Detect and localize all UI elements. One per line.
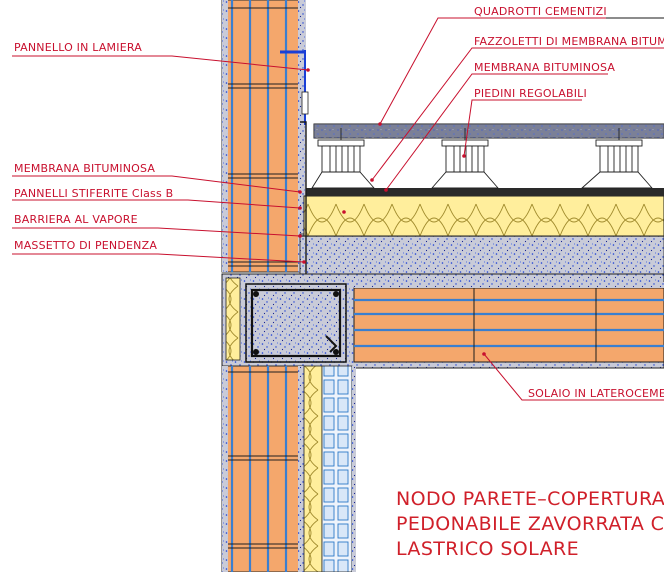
lower-masonry-wall bbox=[221, 365, 356, 572]
label-piedini-regolabili: PIEDINI REGOLABILI bbox=[474, 87, 587, 100]
title-line-1: NODO PARETE–COPERTURA P bbox=[396, 488, 664, 510]
label-membrana-bituminosa-top: MEMBRANA BITUMINOSA bbox=[474, 61, 615, 74]
leader-lines bbox=[12, 17, 664, 401]
label-fazzoletti-membrana: FAZZOLETTI DI MEMBRANA BITUM bbox=[474, 35, 664, 48]
label-pannelli-stiferite: PANNELLI STIFERITE Class B bbox=[14, 187, 173, 200]
metal-flashing bbox=[280, 50, 309, 125]
floor-slab bbox=[221, 273, 664, 369]
label-solaio-laterocemento: SOLAIO IN LATEROCEME bbox=[528, 387, 664, 400]
label-massetto-pendenza: MASSETTO DI PENDENZA bbox=[14, 239, 157, 252]
leader-end-markers bbox=[298, 68, 486, 356]
adjustable-pedestals bbox=[311, 128, 653, 189]
label-pannello-lamiera: PANNELLO IN LAMIERA bbox=[14, 41, 142, 54]
title-line-2: PEDONABILE ZAVORRATA CON bbox=[396, 513, 664, 535]
label-membrana-bituminosa-left: MEMBRANA BITUMINOSA bbox=[14, 162, 155, 175]
title-line-3: LASTRICO SOLARE bbox=[396, 538, 579, 560]
label-quadrotti-cementizi: QUADROTTI CEMENTIZI bbox=[474, 5, 607, 18]
roof-buildup bbox=[299, 121, 664, 277]
label-barriera-vapore: BARRIERA AL VAPORE bbox=[14, 213, 138, 226]
upper-masonry-wall bbox=[221, 0, 306, 273]
